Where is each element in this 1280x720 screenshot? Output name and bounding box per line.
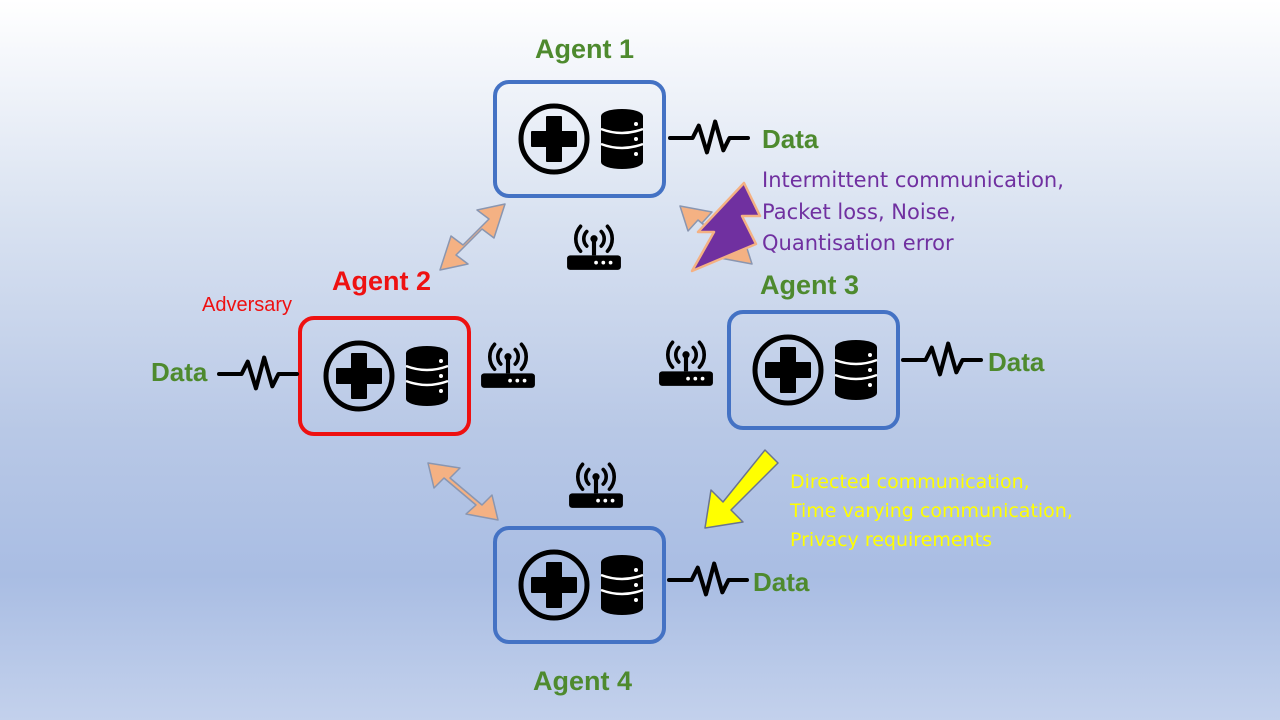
agent-4-data-label: Data bbox=[753, 567, 810, 597]
database-icon bbox=[405, 345, 449, 407]
note-line: Directed communication, bbox=[790, 471, 1030, 493]
signal-wave-icon bbox=[217, 352, 299, 396]
agent-2-data-label: Data bbox=[151, 357, 208, 387]
database-icon bbox=[834, 339, 878, 401]
note-line: Packet loss, Noise, bbox=[762, 199, 957, 224]
router-icon bbox=[657, 332, 715, 390]
note-line: Intermittent communication, bbox=[762, 168, 1064, 192]
directed-issues-note: Directed communication, Time varying com… bbox=[790, 468, 1073, 555]
signal-wave-icon bbox=[668, 116, 750, 160]
lightning-icon bbox=[690, 181, 762, 273]
agent-4-box[interactable] bbox=[493, 526, 666, 644]
agent-1-title: Agent 1 bbox=[535, 34, 635, 64]
database-icon bbox=[600, 108, 644, 170]
router-icon bbox=[567, 454, 625, 512]
health-node-icon bbox=[321, 338, 397, 414]
note-line: Quantisation error bbox=[762, 231, 954, 255]
agent-1-data-label: Data bbox=[762, 124, 819, 154]
database-icon bbox=[600, 554, 644, 616]
signal-wave-icon bbox=[667, 558, 749, 602]
health-node-icon bbox=[516, 547, 592, 623]
agent-1-box[interactable] bbox=[493, 80, 666, 198]
router-icon bbox=[479, 334, 537, 392]
channel-issues-note: Intermittent communication, Packet loss,… bbox=[762, 165, 1064, 260]
health-node-icon bbox=[750, 332, 826, 408]
agent-3-box[interactable] bbox=[727, 310, 900, 430]
note-line: Time varying communication, bbox=[790, 500, 1073, 522]
double-arrow-icon bbox=[679, 205, 753, 265]
router-icon bbox=[565, 216, 623, 274]
double-arrow-icon bbox=[439, 203, 506, 271]
agent-2-title: Agent 2 bbox=[332, 266, 432, 296]
directed-arrow-icon bbox=[704, 449, 779, 529]
health-node-icon bbox=[516, 101, 592, 177]
agent-2-box[interactable] bbox=[298, 316, 471, 436]
agent-3-title: Agent 3 bbox=[760, 270, 860, 300]
note-line: Privacy requirements bbox=[790, 529, 992, 551]
double-arrow-icon bbox=[427, 462, 499, 521]
signal-wave-icon bbox=[901, 338, 983, 382]
agent-4-title: Agent 4 bbox=[533, 666, 633, 696]
adversary-label: Adversary bbox=[202, 294, 293, 316]
agent-3-data-label: Data bbox=[988, 347, 1045, 377]
